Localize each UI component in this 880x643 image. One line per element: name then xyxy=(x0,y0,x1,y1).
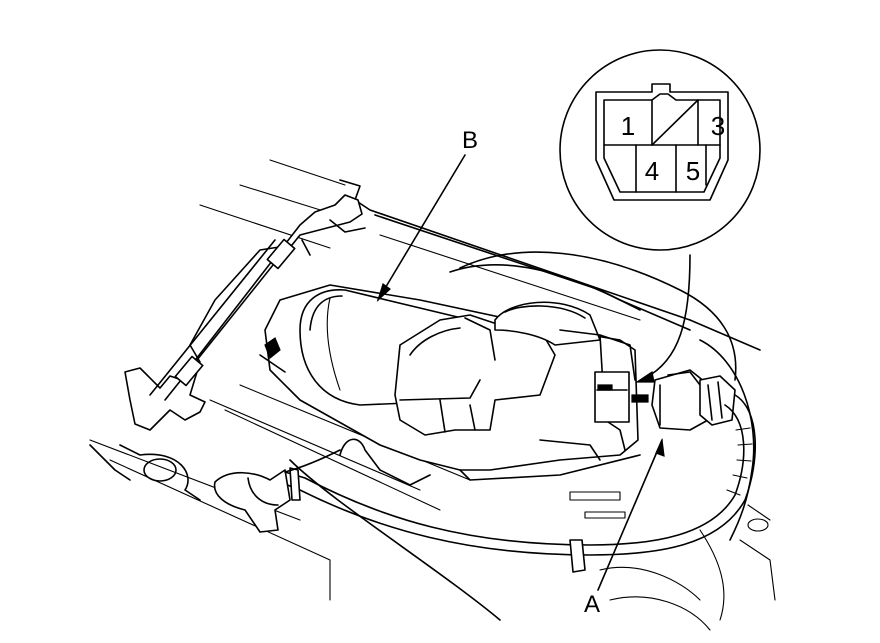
callout-label-b: B xyxy=(462,127,478,154)
wire-harness xyxy=(213,394,757,573)
callout-lines xyxy=(289,154,691,621)
pin-1-label: 1 xyxy=(621,111,635,141)
body-panel xyxy=(89,159,776,631)
mounting-bracket xyxy=(124,194,366,431)
pin-3-label: 3 xyxy=(711,111,725,141)
motor-assembly xyxy=(259,284,641,481)
pin-4-label: 4 xyxy=(645,156,659,186)
connector-detail-circle: 1 3 4 5 xyxy=(559,49,761,251)
harness-connector xyxy=(631,369,736,431)
callout-label-a: A xyxy=(584,591,600,618)
pin-5-label: 5 xyxy=(686,156,700,186)
